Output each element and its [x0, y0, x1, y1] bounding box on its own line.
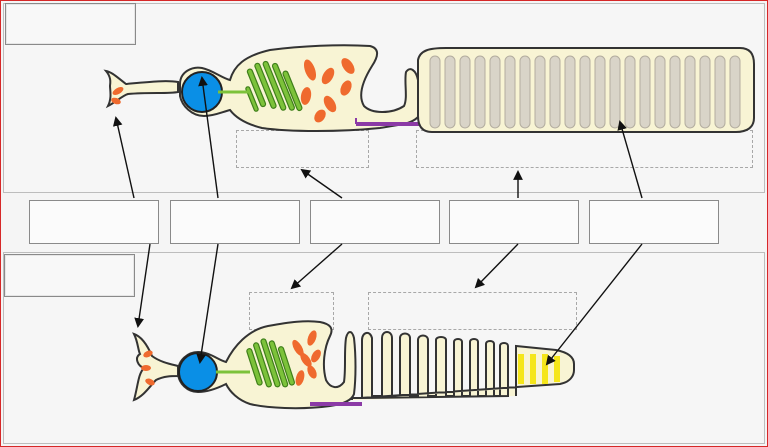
cone-cell: [132, 320, 575, 410]
cone-golgi: [246, 338, 295, 388]
top-title-box[interactable]: [5, 3, 136, 45]
rod-terminal-mito: [112, 87, 124, 95]
answer-box-3[interactable]: [310, 200, 440, 244]
label-arrows: [112, 76, 643, 366]
rod-cell-body: [179, 44, 422, 132]
cone-nucleus: [178, 352, 218, 392]
bottom-title-box[interactable]: [4, 254, 135, 297]
rod-terminal-mito: [111, 97, 121, 105]
answer-box-4[interactable]: [449, 200, 579, 244]
answer-box-1[interactable]: [29, 200, 159, 244]
rod-golgi: [245, 60, 303, 112]
rod-mitochondria: [300, 58, 355, 123]
cone-outer-segment: [351, 331, 575, 400]
cone-synaptic-terminal: [132, 332, 179, 402]
cone-mitochondria: [292, 330, 321, 386]
answer-box-5[interactable]: [589, 200, 719, 244]
rod-disc-stack: [429, 55, 741, 129]
rod-synaptic-terminal: [103, 69, 179, 109]
rod-cell: [103, 44, 755, 133]
answer-box-2[interactable]: [170, 200, 300, 244]
outer-segment-bracket-bottom: [368, 292, 577, 330]
cone-pigment-discs: [518, 354, 560, 384]
